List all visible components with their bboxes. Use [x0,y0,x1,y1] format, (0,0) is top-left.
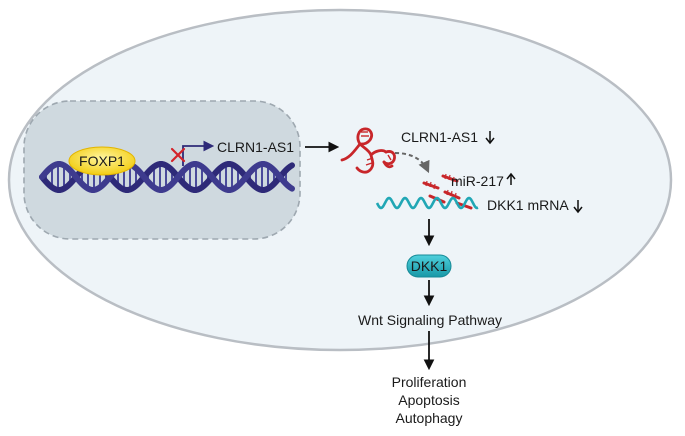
lncrna-structure-icon [340,127,396,174]
outcome-proliferation: Proliferation [391,374,467,390]
clrn1-as1-gene-label: CLRN1-AS1 [217,139,295,155]
foxp1-protein [68,146,136,176]
mir217-label: miR-217 [451,173,504,189]
cell-membrane [7,8,673,352]
outcome-apoptosis: Apoptosis [398,392,460,408]
lncrna-basepairs [361,131,392,166]
wnt-pathway-label: Wnt Signaling Pathway [358,312,502,328]
dkk1-protein-label: DKK1 [410,258,448,274]
dkk1-mrna-wave [375,196,479,210]
dkk1-mrna-label: DKK1 mRNA [487,197,569,213]
foxp1-label: FOXP1 [79,153,125,169]
inhibition-x-icon [170,147,186,163]
outcome-autophagy: Autophagy [395,410,463,426]
dkk1-protein [406,254,452,278]
clrn1-as1-level-label: CLRN1-AS1 [401,129,479,145]
level-arrows [485,131,583,214]
processing-dashed-arrow [394,152,430,174]
nucleus [23,100,301,240]
